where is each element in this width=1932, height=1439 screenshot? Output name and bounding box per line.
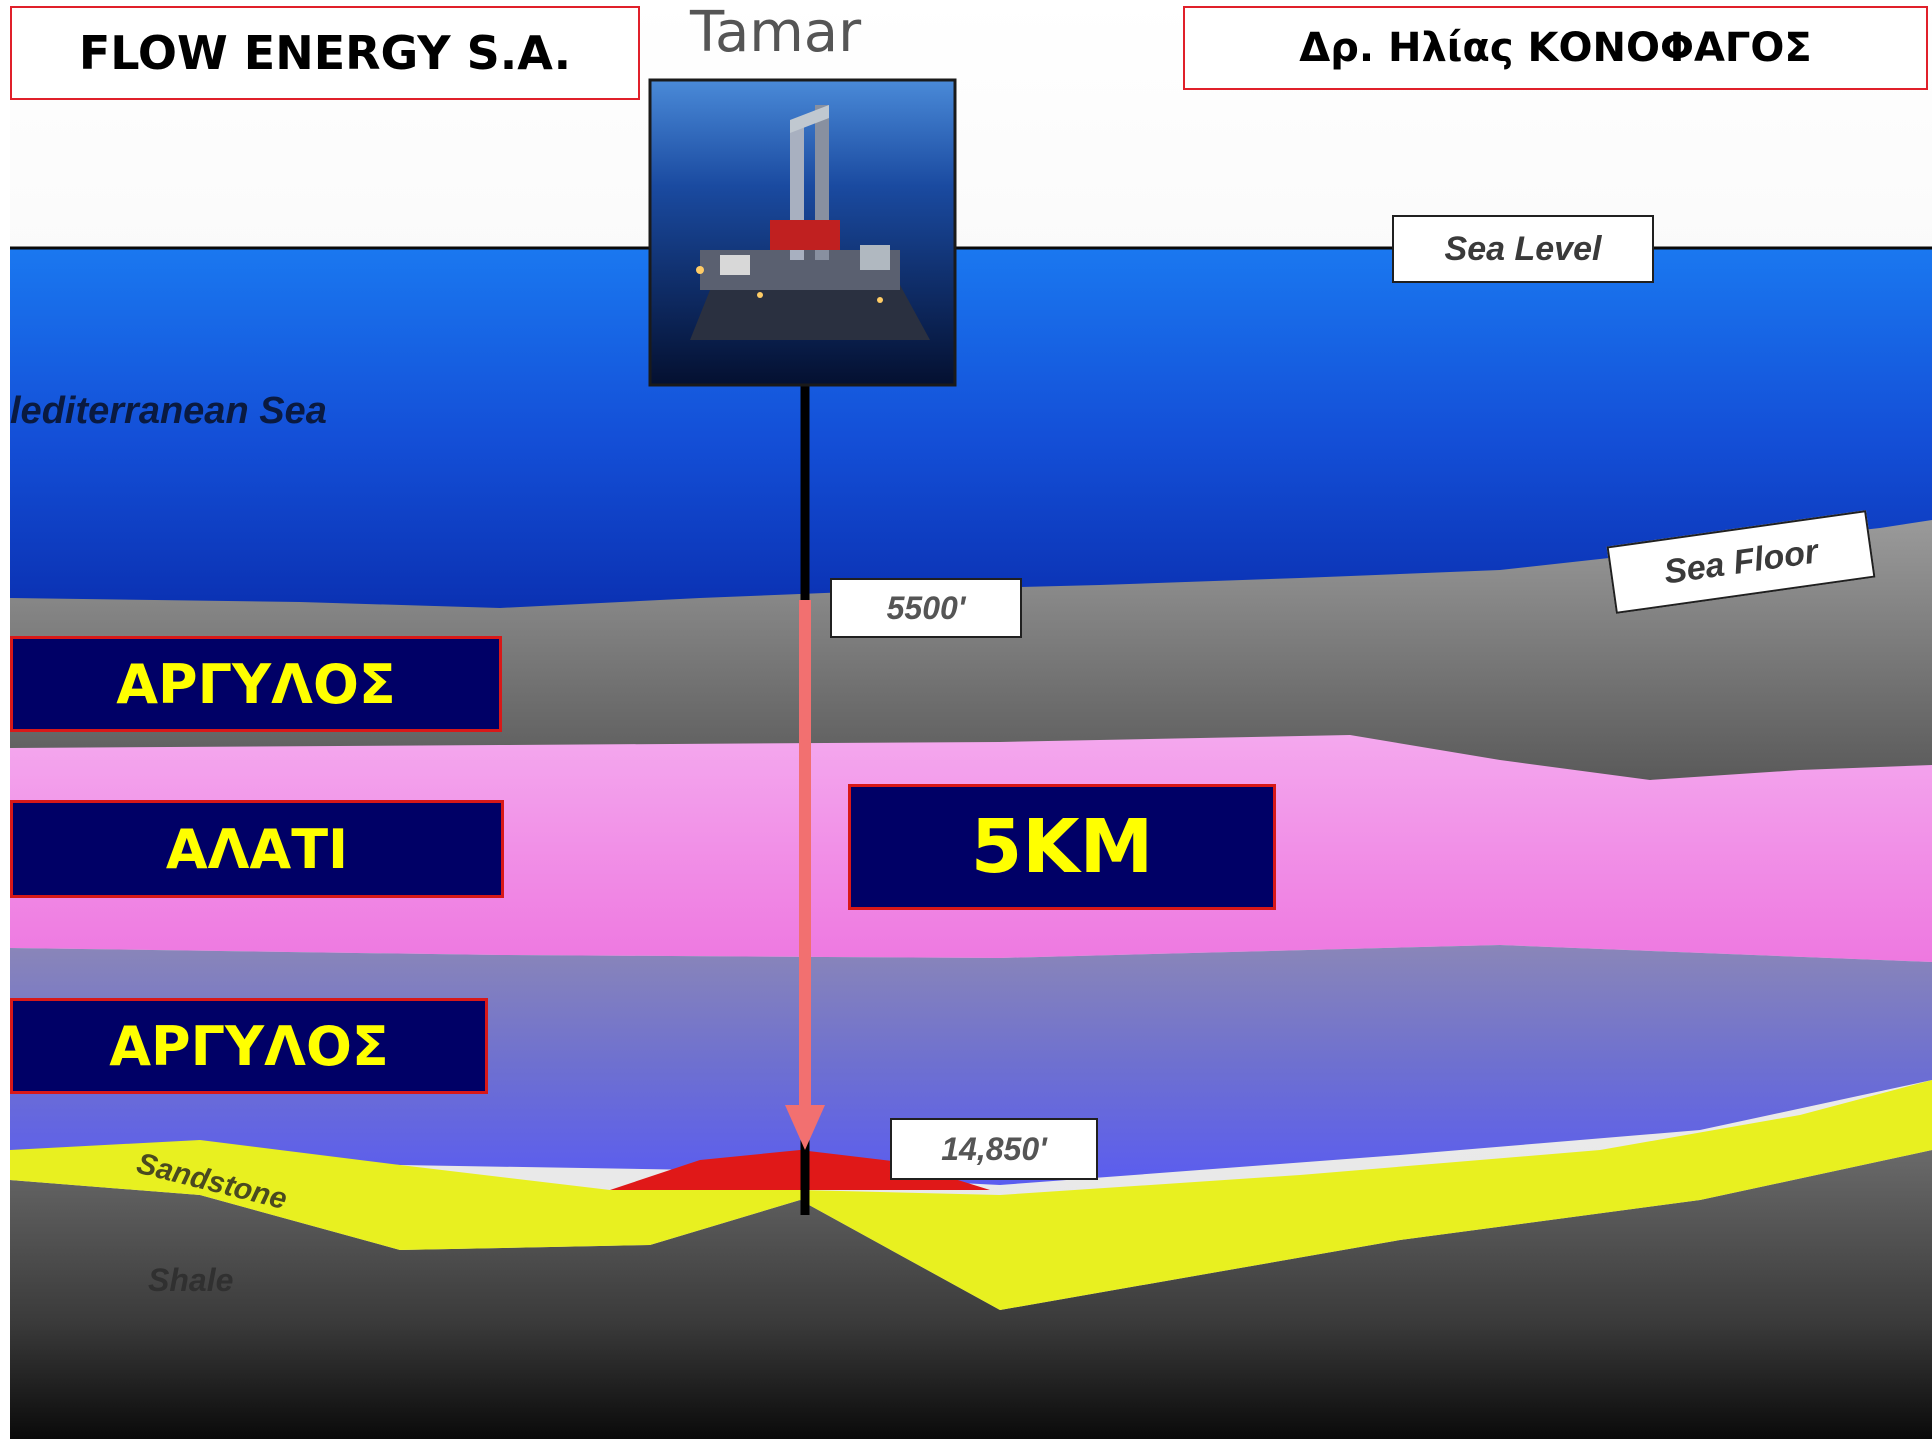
field-name: Tamar (690, 0, 862, 65)
clay-upper-label: ΑΡΓΥΛΟΣ (10, 636, 502, 732)
gas-reservoir (610, 1150, 990, 1190)
shale-label: Shale (148, 1262, 234, 1298)
depth-arrow-head (785, 1105, 825, 1150)
distance-label: 5KM (848, 784, 1276, 910)
clay-lower-label: ΑΡΓΥΛΟΣ (10, 998, 488, 1094)
sea-level-label: Sea Level (1392, 215, 1654, 283)
company-title: FLOW ENERGY S.A. (10, 6, 640, 100)
shale-layer (10, 1150, 1932, 1439)
sandstone-layer (10, 1080, 1932, 1310)
salt-label: ΑΛΑΤΙ (10, 800, 504, 898)
sea-floor-depth: 5500' (830, 578, 1022, 638)
drilling-rig-photo (648, 78, 957, 387)
clay-layer-lower (10, 945, 1932, 1185)
reservoir-depth: 14,850' (890, 1118, 1098, 1180)
sea-name-label: lediterranean Sea (10, 390, 327, 432)
author-title: Δρ. Ηλίας ΚΟΝΟΦΑΓΟΣ (1183, 6, 1928, 90)
